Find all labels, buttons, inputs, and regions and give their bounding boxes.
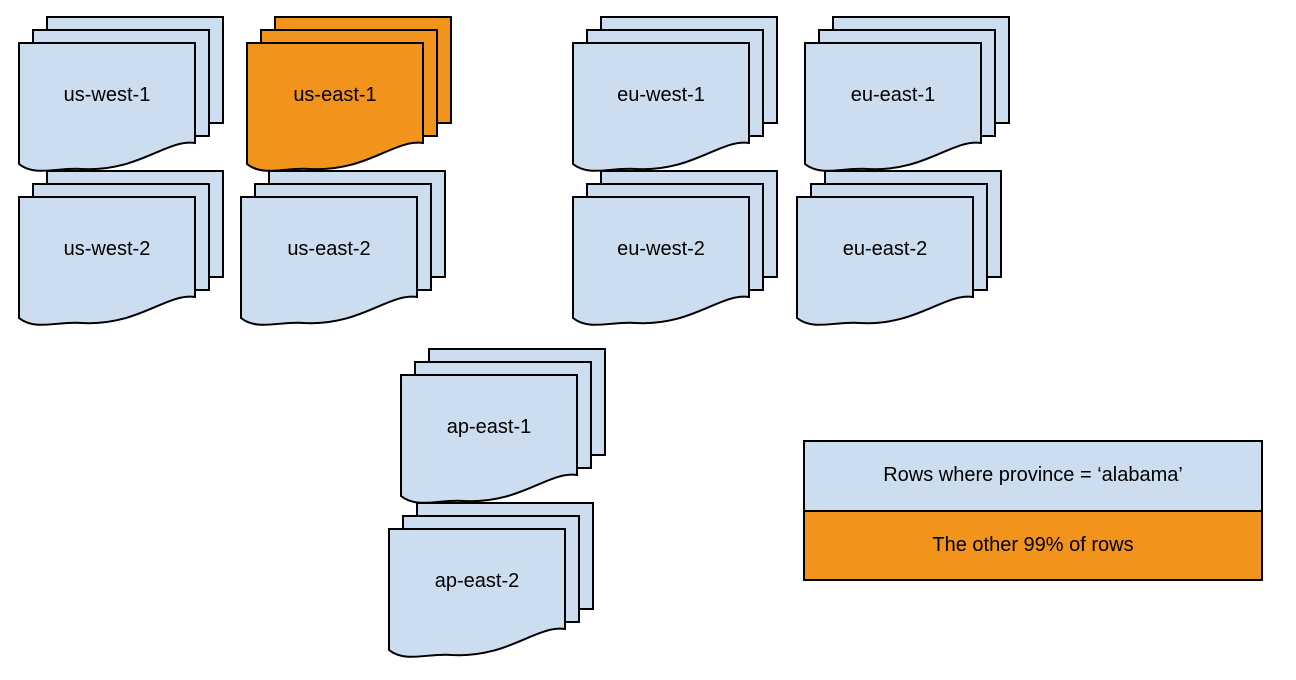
region-stack-us-west-1: us-west-1 [18,16,224,174]
region-label: us-west-2 [63,237,151,260]
region-label: ap-east-2 [434,569,520,592]
document-shape [796,196,974,326]
region-stack-ap-east-1: ap-east-1 [400,348,606,506]
region-label: eu-east-2 [842,237,928,260]
legend-row-other-rows: The other 99% of rows [805,511,1261,579]
region-stack-eu-west-2: eu-west-2 [572,170,778,328]
document-shape [572,196,750,326]
region-stack-us-west-2: us-west-2 [18,170,224,328]
document-shape [18,196,196,326]
region-label: us-east-1 [293,83,377,106]
document-shape [246,42,424,172]
legend-box: Rows where province = ‘alabama’ The othe… [803,440,1263,581]
region-stack-ap-east-2: ap-east-2 [388,502,594,660]
region-label: ap-east-1 [446,415,532,438]
document-shape [572,42,750,172]
region-label: us-east-2 [287,237,371,260]
region-label: us-west-1 [63,83,151,106]
region-stack-us-east-2: us-east-2 [240,170,446,328]
document-shape [18,42,196,172]
region-stack-us-east-1: us-east-1 [246,16,452,174]
region-label: eu-west-2 [617,237,705,260]
region-stack-eu-west-1: eu-west-1 [572,16,778,174]
document-shape [388,528,566,658]
region-label: eu-west-1 [617,83,705,106]
document-shape [240,196,418,326]
legend-label-alabama: Rows where province = ‘alabama’ [883,464,1183,487]
legend-row-alabama: Rows where province = ‘alabama’ [805,442,1261,512]
region-label: eu-east-1 [850,83,936,106]
legend-label-other-rows: The other 99% of rows [932,533,1134,556]
region-stack-eu-east-1: eu-east-1 [804,16,1010,174]
region-stack-eu-east-2: eu-east-2 [796,170,1002,328]
document-shape [400,374,578,504]
document-shape [804,42,982,172]
